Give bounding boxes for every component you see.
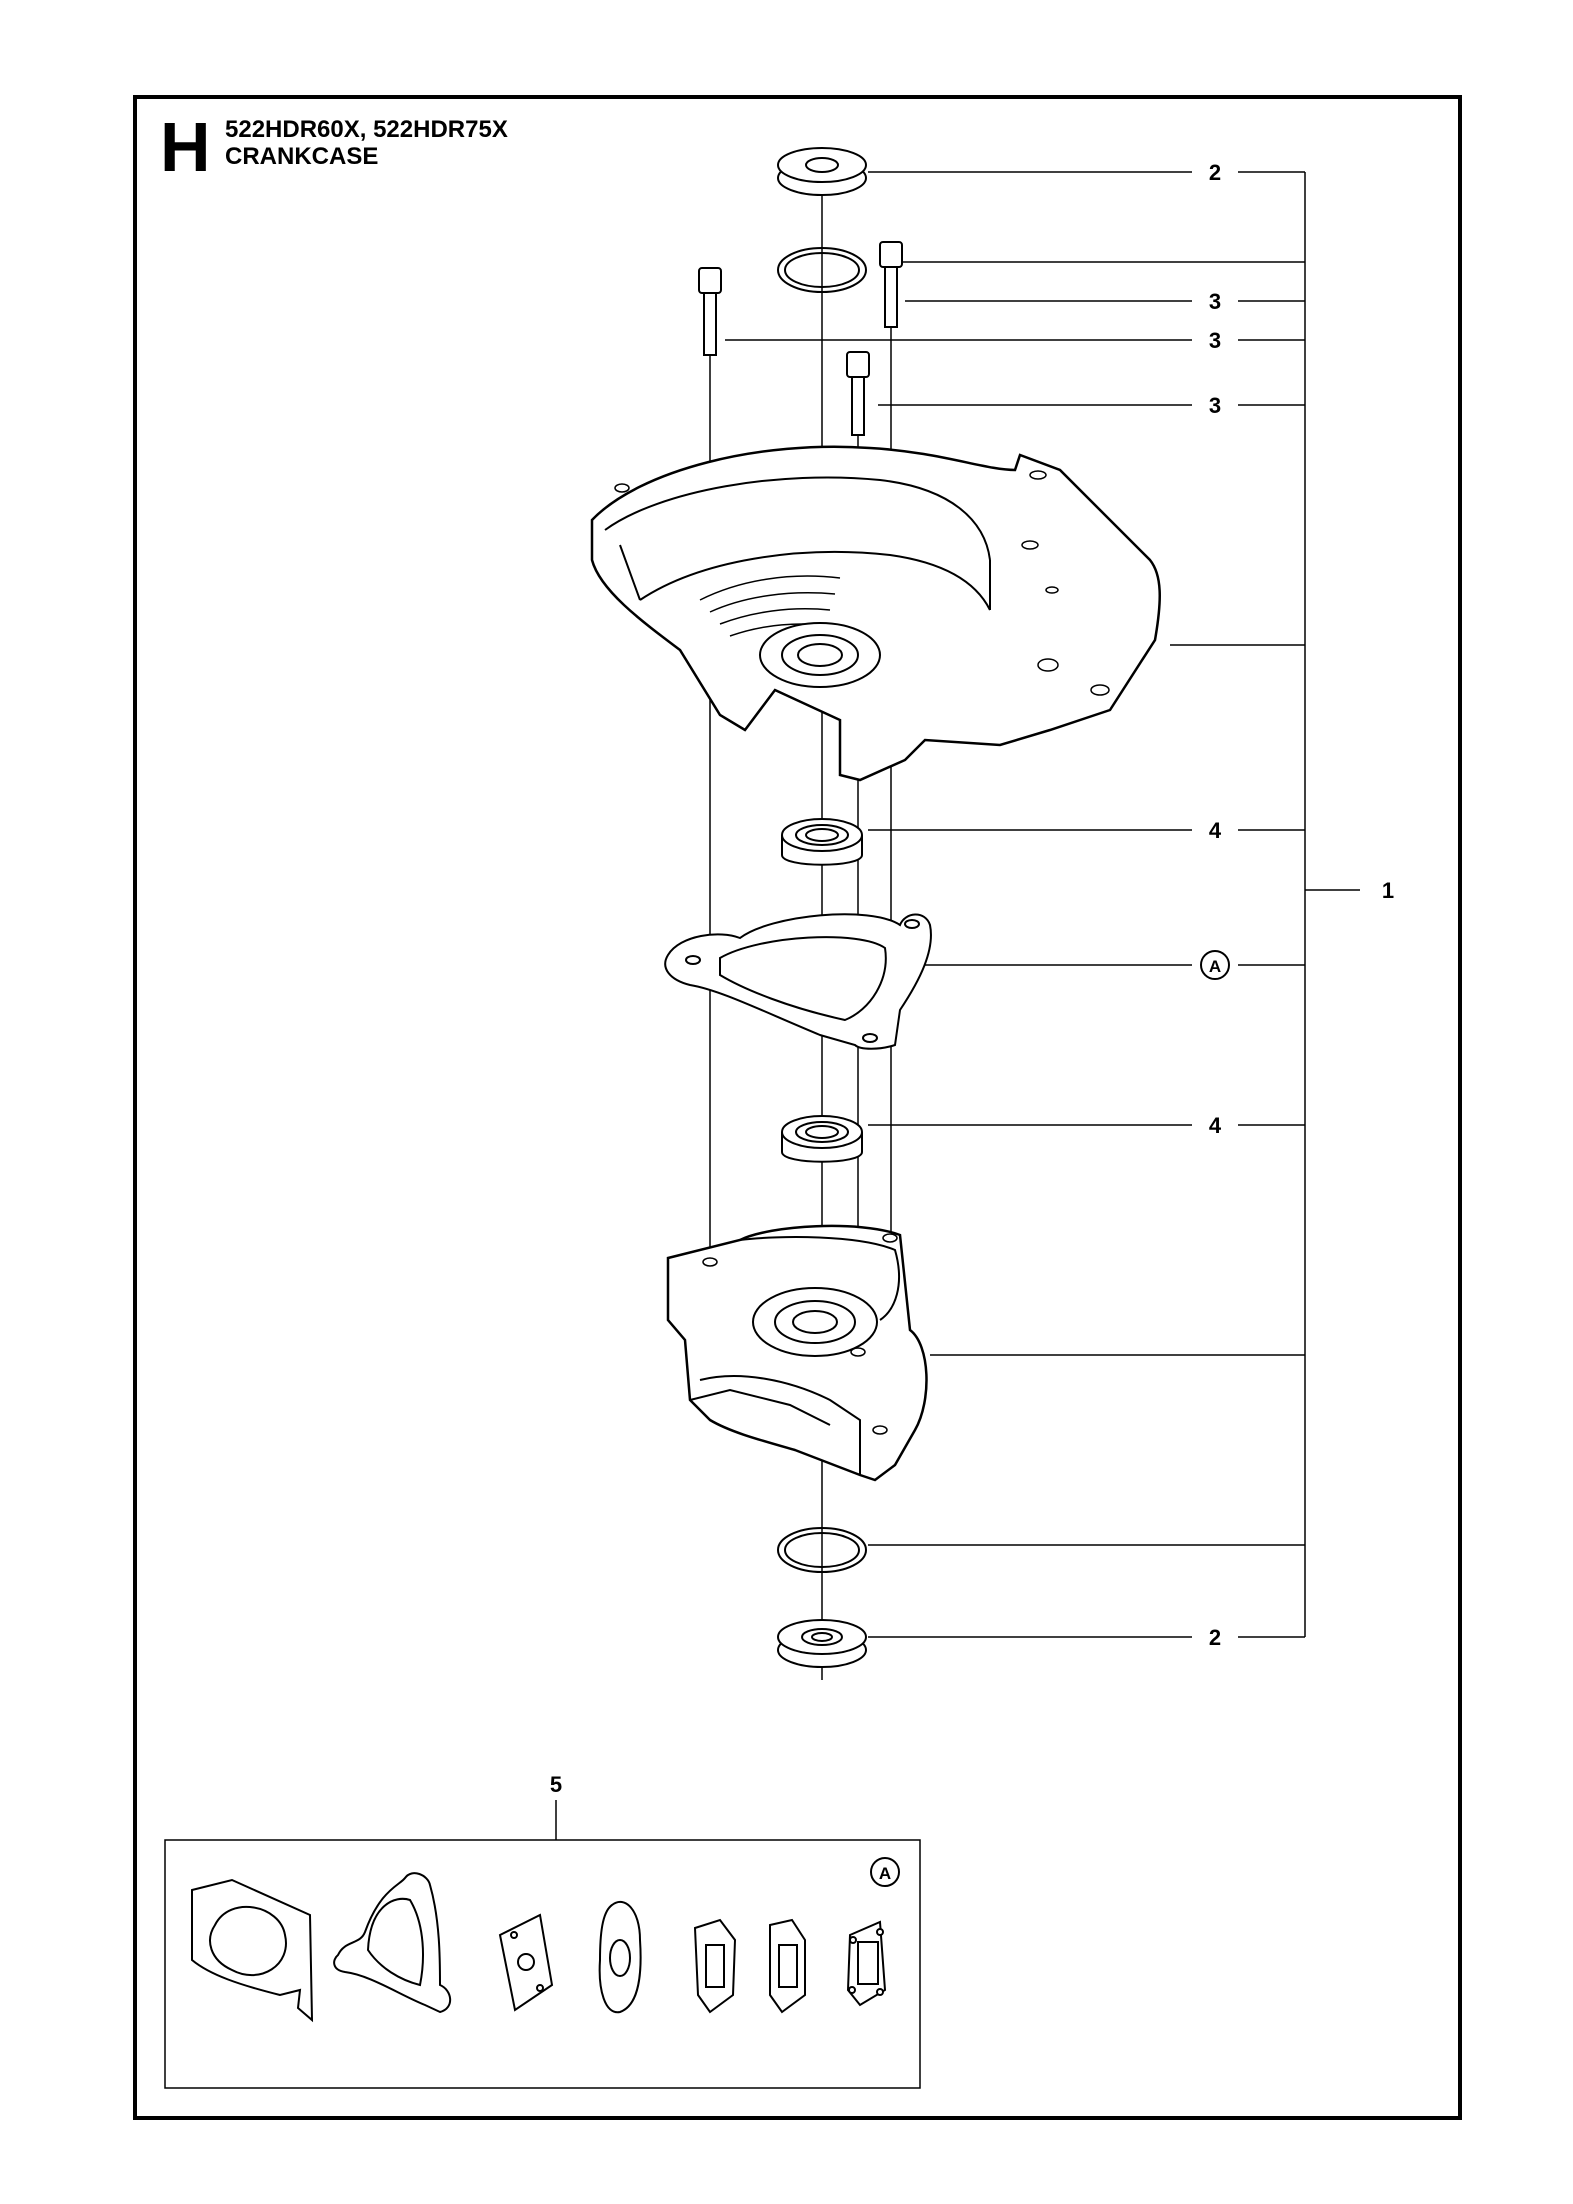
lower-ball-bearing <box>781 1115 863 1163</box>
cooling-fins <box>699 575 841 637</box>
crankcase-screws <box>698 241 903 436</box>
callout-ref-a: A <box>1200 950 1230 980</box>
kit-ref-a-label: A <box>879 1864 891 1883</box>
kit-muffler-gasket-1 <box>693 1918 737 2014</box>
kit-intake-gasket-oval <box>598 1900 642 2014</box>
gasket-kit-parts <box>191 1872 887 2023</box>
lower-mount-holes <box>702 1233 898 1435</box>
upper-ball-bearing <box>781 818 863 866</box>
kit-ref-a: A <box>870 1857 900 1887</box>
model-numbers: 522HDR60X, 522HDR75X <box>225 116 508 143</box>
upper-crankcase-half <box>590 445 1161 782</box>
gasket-kit-box <box>164 1839 921 2089</box>
page-border <box>133 95 1462 2120</box>
lower-bearing-boss <box>752 1287 878 1357</box>
callout-bearing-upper: 4 <box>1209 818 1222 843</box>
callout-bearing-lower: 4 <box>1209 1113 1222 1138</box>
top-circlip <box>777 247 867 293</box>
kit-crankcase-gasket <box>333 1872 452 2014</box>
kit-intake-gasket-square <box>498 1913 554 2012</box>
callout-seal-bottom: 2 <box>1209 1625 1221 1650</box>
callout-screw-3: 3 <box>1209 393 1221 418</box>
callout-screw-2: 3 <box>1209 328 1221 353</box>
leader-lines <box>555 171 1360 1840</box>
lower-circlip <box>777 1527 867 1573</box>
callout-seal-top: 2 <box>1209 160 1221 185</box>
section-letter: H <box>160 108 211 186</box>
callout-crankcase-assembly: 1 <box>1382 878 1394 903</box>
top-crankshaft-seal <box>777 147 867 196</box>
callout-gasket-kit: 5 <box>550 1772 562 1797</box>
diagram-title: CRANKCASE <box>225 143 379 170</box>
kit-muffler-gasket-2 <box>769 1918 806 2014</box>
crankcase-gasket <box>664 913 932 1050</box>
kit-cylinder-gasket <box>191 1878 314 2023</box>
callout-ref-a-label: A <box>1209 957 1221 976</box>
crankcase-mount-holes <box>614 470 1110 696</box>
kit-plate-gasket <box>846 1920 887 2007</box>
upper-bearing-boss <box>759 622 881 688</box>
callout-screw-1: 3 <box>1209 289 1221 314</box>
lower-crankshaft-seal <box>777 1619 867 1668</box>
callout-labels: 2 3 3 3 4 4 2 1 5 <box>550 160 1394 1797</box>
